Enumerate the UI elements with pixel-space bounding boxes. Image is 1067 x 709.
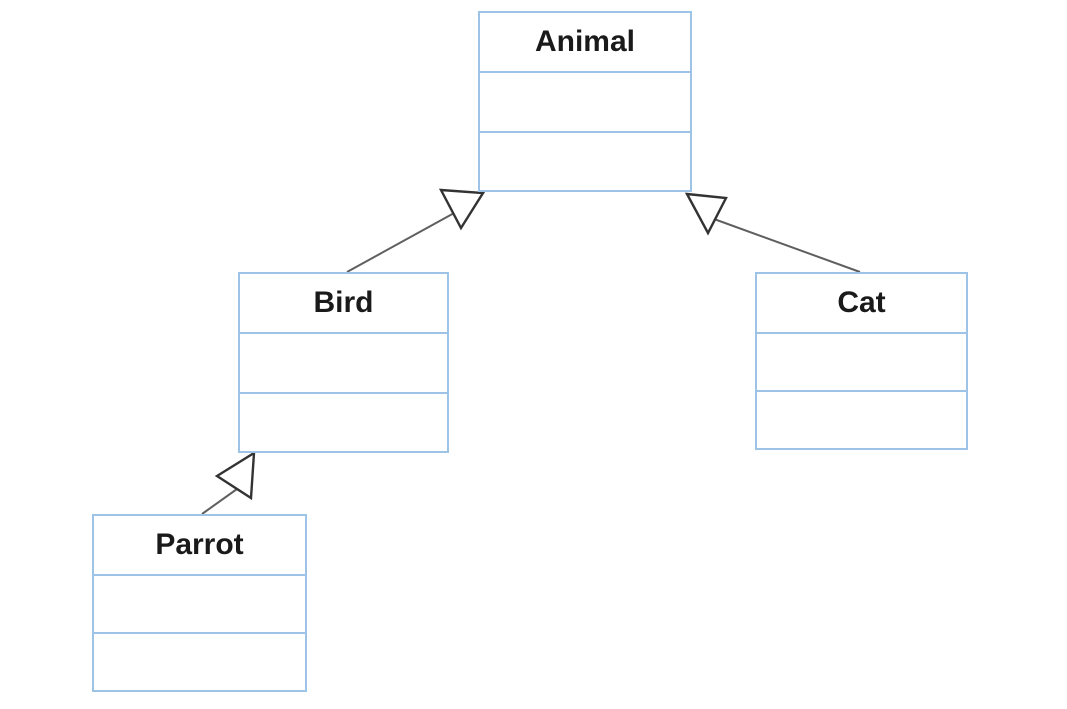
class-name-parrot: Parrot [155, 528, 244, 561]
generalization-line-parrot-bird [201, 488, 238, 515]
class-name-animal: Animal [534, 25, 636, 58]
edge-parrot-to-bird [201, 450, 256, 515]
attributes-compartment-parrot [94, 574, 305, 632]
attributes-compartment-animal [480, 71, 690, 131]
edge-cat-to-animal [684, 192, 861, 273]
generalization-arrowhead-cat-animal [684, 192, 728, 236]
generalization-line-cat-animal [713, 218, 861, 273]
edge-bird-to-animal [346, 188, 486, 273]
attributes-compartment-cat [757, 332, 966, 390]
class-name-cat: Cat [837, 286, 886, 319]
attributes-compartment-bird [240, 332, 447, 392]
class-box-parrot: Parrot [92, 514, 307, 692]
operations-compartment-bird [240, 391, 447, 452]
class-box-animal: Animal [478, 11, 692, 192]
class-name-bird: Bird [313, 286, 374, 319]
operations-compartment-animal [480, 130, 690, 191]
operations-compartment-parrot [94, 632, 305, 690]
class-box-cat: Cat [755, 272, 968, 450]
class-box-bird: Bird [238, 272, 449, 453]
generalization-line-bird-animal [346, 211, 457, 273]
generalization-arrowhead-parrot-bird [214, 450, 256, 501]
generalization-arrowhead-bird-animal [438, 188, 486, 231]
operations-compartment-cat [757, 390, 966, 448]
